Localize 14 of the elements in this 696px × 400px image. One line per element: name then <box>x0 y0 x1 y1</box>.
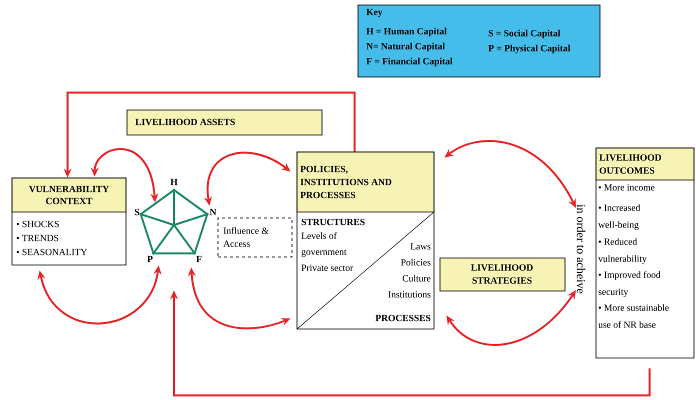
key-box: Key H = Human Capital N= Natural Capital F = Financial Capital S = Social Capital P = Physical Capital <box>358 4 600 78</box>
corner-letter: N <box>210 208 216 216</box>
pentagon-drawing <box>139 188 209 255</box>
outcomes-box: LIVELIHOOD OUTCOMES • More income • Increased well-being • Reduced vulnerability • Improved food security • More sustainable use of NR base <box>596 148 694 358</box>
corner-letter: F <box>196 256 202 262</box>
split-box: POLICIES, INSTITUTIONS AND PROCESSES STRUCTURES Levels of government Private sector Laws Policies Culture Institutions PROCESSES <box>296 152 434 330</box>
corner-letter: S <box>134 208 140 216</box>
vertical-text: in order to acheive <box>576 204 586 294</box>
context-box: VULNERABILITY CONTEXT • SHOCKS • TRENDS • SEASONALITY <box>12 178 126 266</box>
heading-box: LIVELIHOOD STRATEGIES <box>440 258 566 292</box>
dashed-box: Influence & Access <box>218 218 292 258</box>
corner-letter: P <box>147 256 153 262</box>
heading-box: LIVELIHOOD ASSETS <box>126 110 322 136</box>
corner-letter: H <box>170 178 178 186</box>
